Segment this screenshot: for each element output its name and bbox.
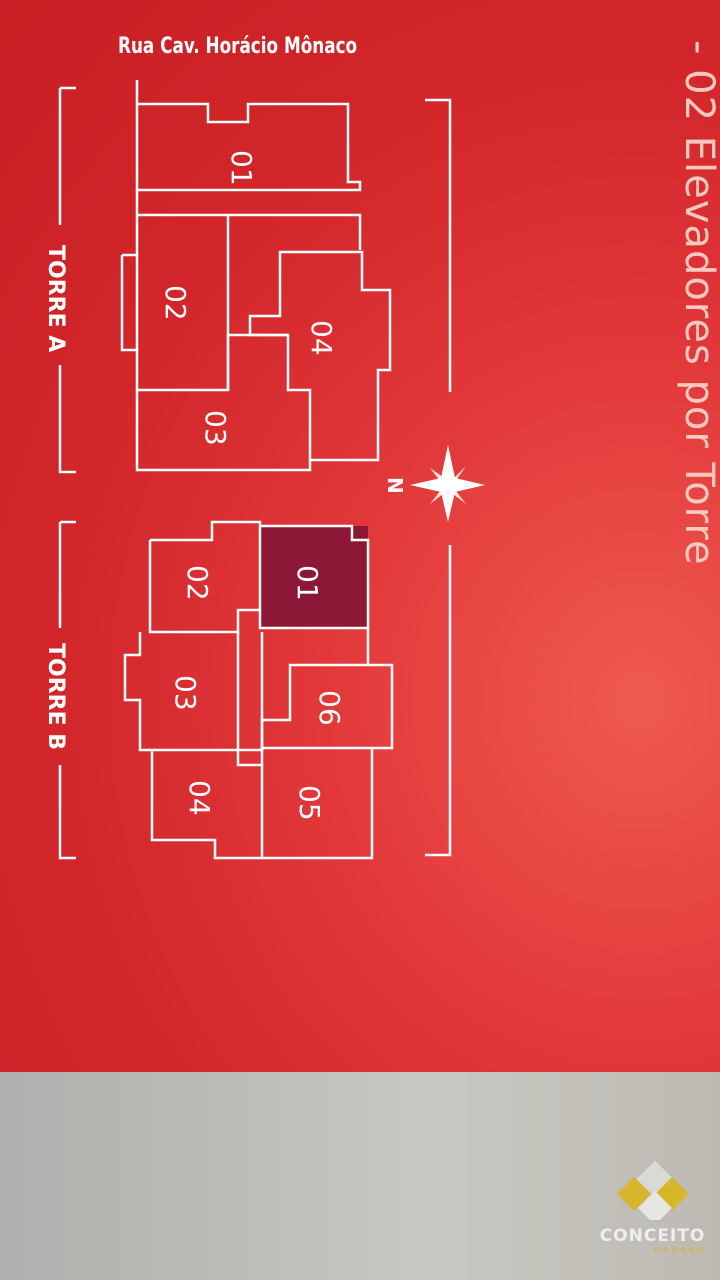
unit-a-01-label: 01 [225,150,258,186]
torre-a-label: TORRE A [43,245,68,353]
site-plan: 01 02 03 04 01 02 03 04 05 06 N [58,80,485,860]
unit-a-04 [248,250,392,462]
unit-b-04-label: 04 [183,780,216,816]
unit-a-02-label: 02 [159,285,192,321]
torre-a-bracket [58,86,76,474]
unit-b-01-label: 01 [291,565,324,601]
table-surface [0,1072,720,1280]
compass-north-label: N [383,477,407,494]
plan-bracket-bottom [425,545,452,857]
unit-b-04-05 [150,748,374,860]
torre-b-label: TORRE B [43,643,68,751]
unit-a-04-label: 04 [305,320,338,356]
street-label: Rua Cav. Horácio Mônaco [118,34,358,59]
unit-a-03-label: 03 [199,410,232,446]
unit-a-01 [135,80,362,192]
unit-b-06-label: 06 [313,690,346,726]
unit-b-03 [123,632,264,767]
unit-b-01-highlight [261,526,368,628]
unit-b-01 [150,520,370,630]
torre-b-bracket [58,520,76,860]
unit-a-02 [120,190,362,392]
unit-a-03 [135,333,312,472]
unit-b-02-label: 02 [181,565,214,601]
torre-b-plan [123,520,394,860]
compass-star-icon [410,445,485,522]
plan-bracket-top [425,98,452,392]
unit-b-03-label: 03 [169,675,202,711]
conceito-urbano-logo: CONCEITO URBANO [590,1160,715,1260]
unit-b-05-label: 05 [293,785,326,821]
logo-diamond-icon [617,1160,689,1225]
torre-a-plan [120,80,392,472]
